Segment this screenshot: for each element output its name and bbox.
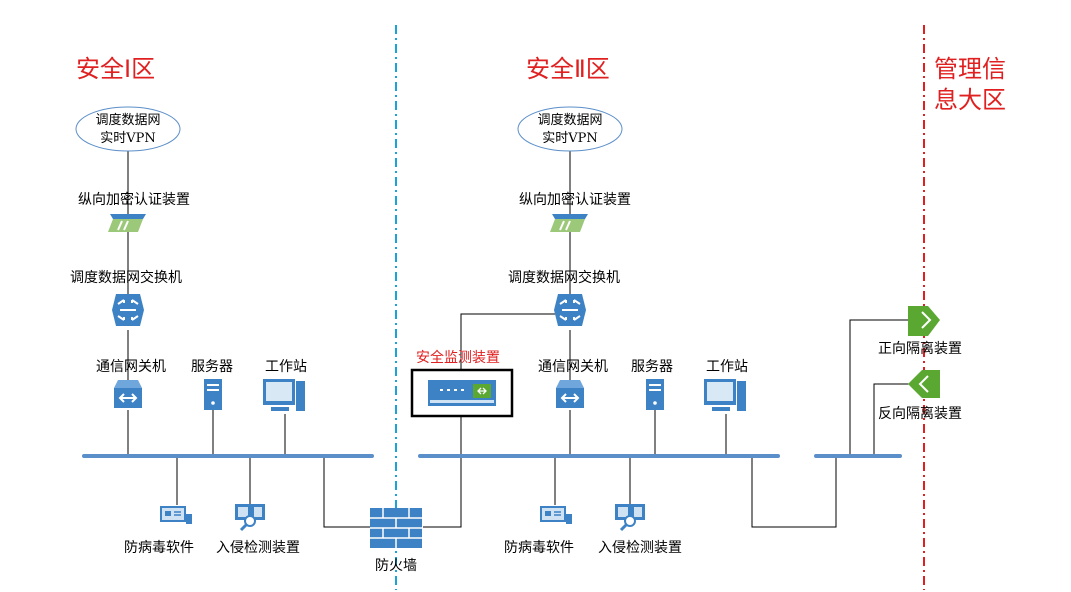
zone1-title: 安全Ⅰ区 bbox=[76, 55, 155, 83]
zone1-cloud-line2: 实时VPN bbox=[100, 131, 156, 146]
reverse-isolation-label: 反向隔离装置 bbox=[878, 405, 962, 422]
zone1-workstation-icon bbox=[263, 379, 305, 411]
zone1-workstation-label: 工作站 bbox=[265, 359, 307, 375]
zone1-antivirus-icon bbox=[160, 506, 192, 524]
zone2-server-icon bbox=[646, 379, 664, 410]
zone2-cloud-line2: 实时VPN bbox=[542, 131, 598, 146]
firewall-label: 防火墙 bbox=[375, 558, 417, 574]
zone1-switch-icon bbox=[112, 294, 144, 326]
zone1-gateway-label: 通信网关机 bbox=[96, 359, 166, 375]
zone2-monitor-device bbox=[410, 368, 514, 418]
firewall-icon bbox=[370, 508, 422, 548]
zone2-workstation-label: 工作站 bbox=[706, 359, 748, 375]
zone2-ids-label: 入侵检测装置 bbox=[598, 539, 682, 556]
zone2-gateway-icon bbox=[556, 380, 584, 408]
zone2-switch-icon bbox=[554, 294, 586, 326]
zone1-encrypt-icon bbox=[108, 214, 146, 232]
zone2-encrypt-icon bbox=[550, 214, 588, 232]
reverse-isolation-icon bbox=[908, 370, 940, 398]
zone2-antivirus-icon bbox=[540, 506, 572, 524]
zone1-ids-label: 入侵检测装置 bbox=[216, 539, 300, 556]
zone1-antivirus-label: 防病毒软件 bbox=[124, 540, 194, 556]
zone2-switch-label: 调度数据网交换机 bbox=[508, 269, 620, 286]
forward-isolation-label: 正向隔离装置 bbox=[878, 340, 962, 357]
zone3-title-line1: 管理信 bbox=[934, 55, 1006, 83]
connection-lines bbox=[127, 150, 910, 528]
zone1-cloud-line1: 调度数据网 bbox=[95, 112, 160, 128]
zone2-vpn-cloud: 调度数据网 实时VPN bbox=[517, 106, 623, 152]
zone1-switch-label: 调度数据网交换机 bbox=[70, 269, 182, 286]
zone1-ids-icon bbox=[235, 504, 265, 532]
zone1-server-icon bbox=[204, 379, 222, 410]
zone1-gateway-icon bbox=[114, 380, 142, 408]
zone2-workstation-icon bbox=[704, 379, 746, 411]
zone1-encrypt-label: 纵向加密认证装置 bbox=[78, 191, 190, 208]
forward-isolation-icon bbox=[908, 306, 940, 336]
zone2-server-label: 服务器 bbox=[631, 359, 673, 375]
zone1-server-label: 服务器 bbox=[191, 359, 233, 375]
zone3-title-line2: 息大区 bbox=[934, 86, 1006, 114]
zone2-ids-icon bbox=[615, 504, 645, 532]
zone2-antivirus-label: 防病毒软件 bbox=[504, 540, 574, 556]
zone2-encrypt-label: 纵向加密认证装置 bbox=[519, 191, 631, 208]
zone2-monitor-label: 安全监测装置 bbox=[416, 349, 500, 366]
zone1-vpn-cloud: 调度数据网 实时VPN bbox=[75, 106, 181, 152]
zone2-cloud-line1: 调度数据网 bbox=[537, 112, 602, 128]
zone2-gateway-label: 通信网关机 bbox=[538, 359, 608, 375]
zone2-title: 安全Ⅱ区 bbox=[526, 55, 610, 83]
